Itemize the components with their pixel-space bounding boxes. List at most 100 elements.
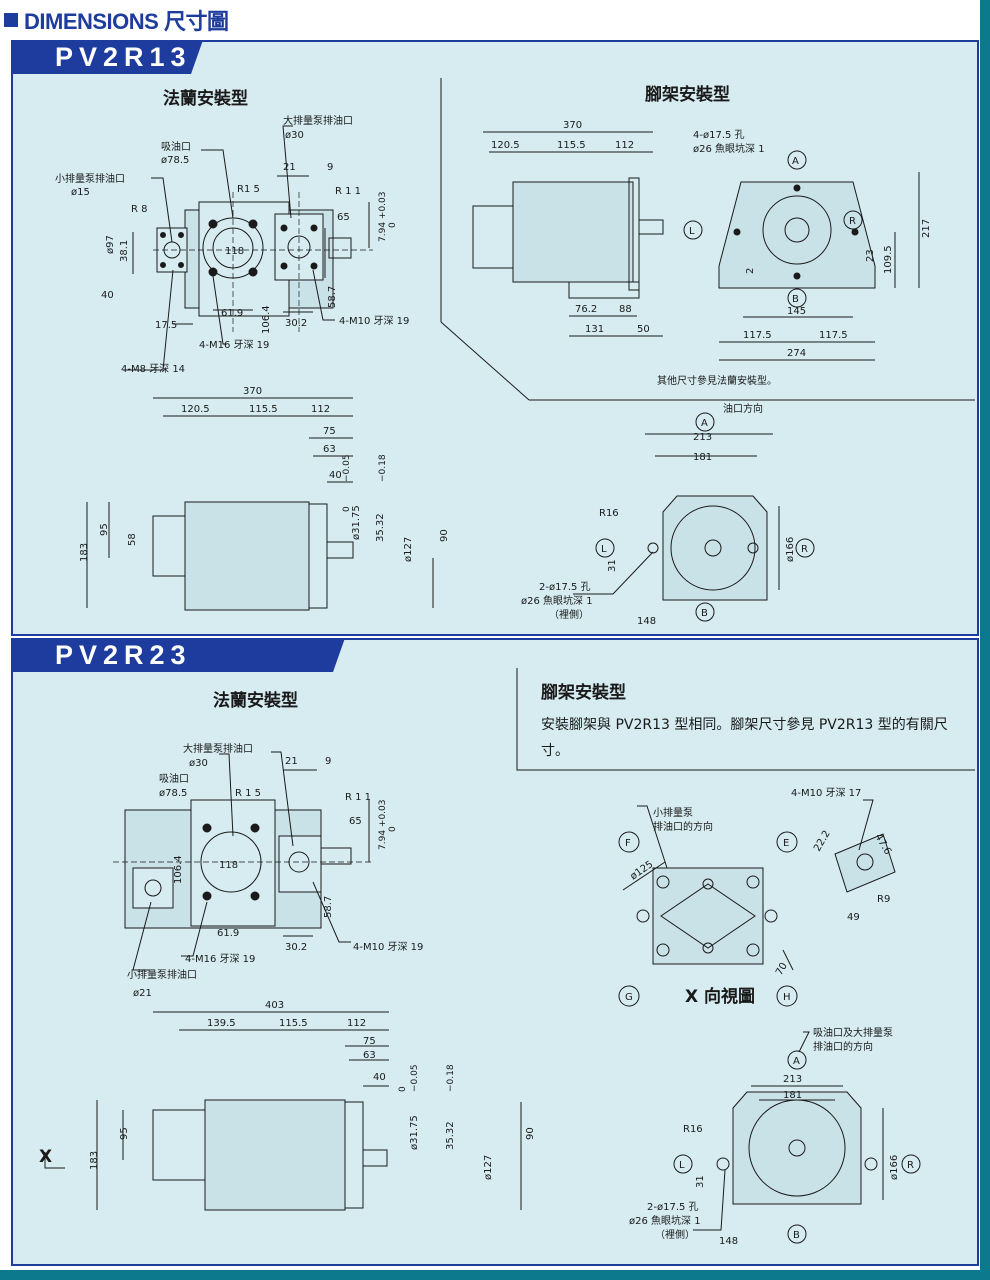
page-header: DIMENSIONS 尺寸圖 [4, 4, 229, 36]
bolt-hole [746, 943, 760, 957]
dim-183: 183 [79, 543, 90, 562]
port-flange-detail [834, 833, 896, 893]
dim-65: 65 [349, 816, 362, 827]
bolt-hole [208, 267, 218, 277]
dim-112: 112 [347, 1018, 366, 1029]
dim-97: ø97 [105, 235, 116, 254]
dim-115-5: 115.5 [557, 140, 586, 151]
bolt-hole [793, 272, 801, 280]
dim-65: 65 [337, 212, 350, 223]
dim-38-1: 38.1 [119, 240, 130, 262]
dim-403: 403 [265, 1000, 284, 1011]
leader-line [201, 149, 234, 219]
marker-h-circle [776, 985, 798, 1007]
marker-a-circle [787, 150, 807, 170]
marker-g: G [625, 992, 633, 1003]
dim-117-5-b: 117.5 [819, 330, 848, 341]
shaft-end [320, 847, 352, 865]
pump-body-side [184, 501, 310, 611]
bolt-hole [793, 184, 801, 192]
leader-line [271, 751, 294, 847]
marker-b-circle [695, 602, 715, 622]
label-suction: 吸油口 [159, 772, 189, 785]
flange-front-view [123, 125, 373, 371]
label-view-spot: ø26 魚眼坑深 1 [629, 1214, 701, 1227]
dim-63: 63 [323, 444, 336, 455]
foot-hole [647, 542, 659, 554]
dim-22-2: 22.2 [812, 829, 833, 854]
marker-r-circle [843, 210, 863, 230]
label-suction: 吸油口 [161, 140, 191, 153]
label-large-port-dia: ø30 [189, 758, 208, 769]
label-view-inner: （裡側） [549, 608, 589, 621]
label-large-port: 大排量泵排油口 [183, 742, 253, 755]
marker-b: B [792, 294, 799, 305]
dim-213: 213 [783, 1074, 802, 1085]
dim-120-5: 120.5 [491, 140, 520, 151]
dim-213: 213 [693, 432, 712, 443]
marker-e-circle [776, 831, 798, 853]
dim-31-75: ø31.75 [351, 505, 362, 540]
leader-line [312, 881, 351, 943]
foot-front-view [683, 150, 920, 361]
dim-r11: R 1 1 [345, 792, 371, 803]
bolt-hole [746, 875, 760, 889]
marker-a-circle [695, 412, 715, 432]
label-small-port: 小排量泵排油口 [127, 968, 197, 981]
leader-line [123, 269, 174, 371]
dim-115-5: 115.5 [279, 1018, 308, 1029]
dim-9: 9 [327, 162, 333, 173]
marker-b-circle [787, 1224, 807, 1244]
dim-r16: R16 [599, 508, 619, 519]
label-xview-m10: 4-M10 牙深 17 [791, 787, 861, 799]
shaft-circle [788, 1139, 806, 1157]
label-small-dir: 小排量泵 [653, 806, 693, 819]
tol-018: −0.18 [378, 454, 388, 482]
dim-75: 75 [323, 426, 336, 437]
leader-line [858, 799, 874, 851]
marker-l-circle [673, 1154, 693, 1174]
dim-7-94-lower: 0 [388, 826, 398, 832]
dim-118: 118 [219, 860, 238, 871]
dim-95: 95 [99, 523, 110, 536]
label-small-port-dia: ø15 [71, 187, 90, 198]
flange-circle [762, 195, 832, 265]
rear-housing [472, 205, 514, 269]
foot-side-view [472, 131, 664, 337]
end-view [673, 1031, 921, 1244]
foot-bracket [718, 181, 876, 289]
shaft-circle [784, 217, 810, 243]
marker-l-circle [683, 220, 703, 240]
dim-7-94-lower: 0 [388, 222, 398, 228]
bolt-hole [310, 224, 318, 232]
dim-118: 118 [225, 246, 244, 257]
section-tab-pv2r13: PV2R13 [11, 40, 203, 74]
dim-115-5: 115.5 [249, 404, 278, 415]
marker-a: A [793, 1056, 800, 1067]
leader-line [573, 551, 654, 595]
dim-90: 90 [525, 1127, 536, 1140]
label-large-port: 大排量泵排油口 [283, 114, 353, 127]
label-port-dir: 油口方向 [723, 402, 763, 415]
label-large-port-dia: ø30 [285, 130, 304, 141]
marker-l: L [601, 544, 607, 555]
dim-166: ø166 [785, 537, 796, 562]
tol-005: −0.05 [342, 454, 352, 482]
dim-131: 131 [585, 324, 604, 335]
bolt-hole [280, 224, 288, 232]
dim-61-9: 61.9 [221, 308, 243, 319]
divider-line [440, 321, 530, 401]
bolt-hole [160, 262, 166, 268]
dim-r15: R1 5 [237, 184, 260, 195]
bolt-hole [764, 909, 778, 923]
bolt-hole [250, 891, 260, 901]
foot-note: 安裝腳架與 PV2R13 型相同。腳架尺寸參見 PV2R13 型的有關尺寸。 [541, 717, 948, 759]
header-bullet-icon [4, 13, 18, 27]
section-pv2r13: PV2R13 法蘭安裝型 腳架安裝型 [11, 40, 979, 636]
small-port-circle [144, 879, 162, 897]
end-housing [662, 495, 768, 601]
dim-181: 181 [783, 1090, 802, 1101]
dim-17-5: 17.5 [155, 320, 177, 331]
bolt-hole [310, 262, 318, 270]
flange-title: 法蘭安裝型 [213, 690, 298, 711]
